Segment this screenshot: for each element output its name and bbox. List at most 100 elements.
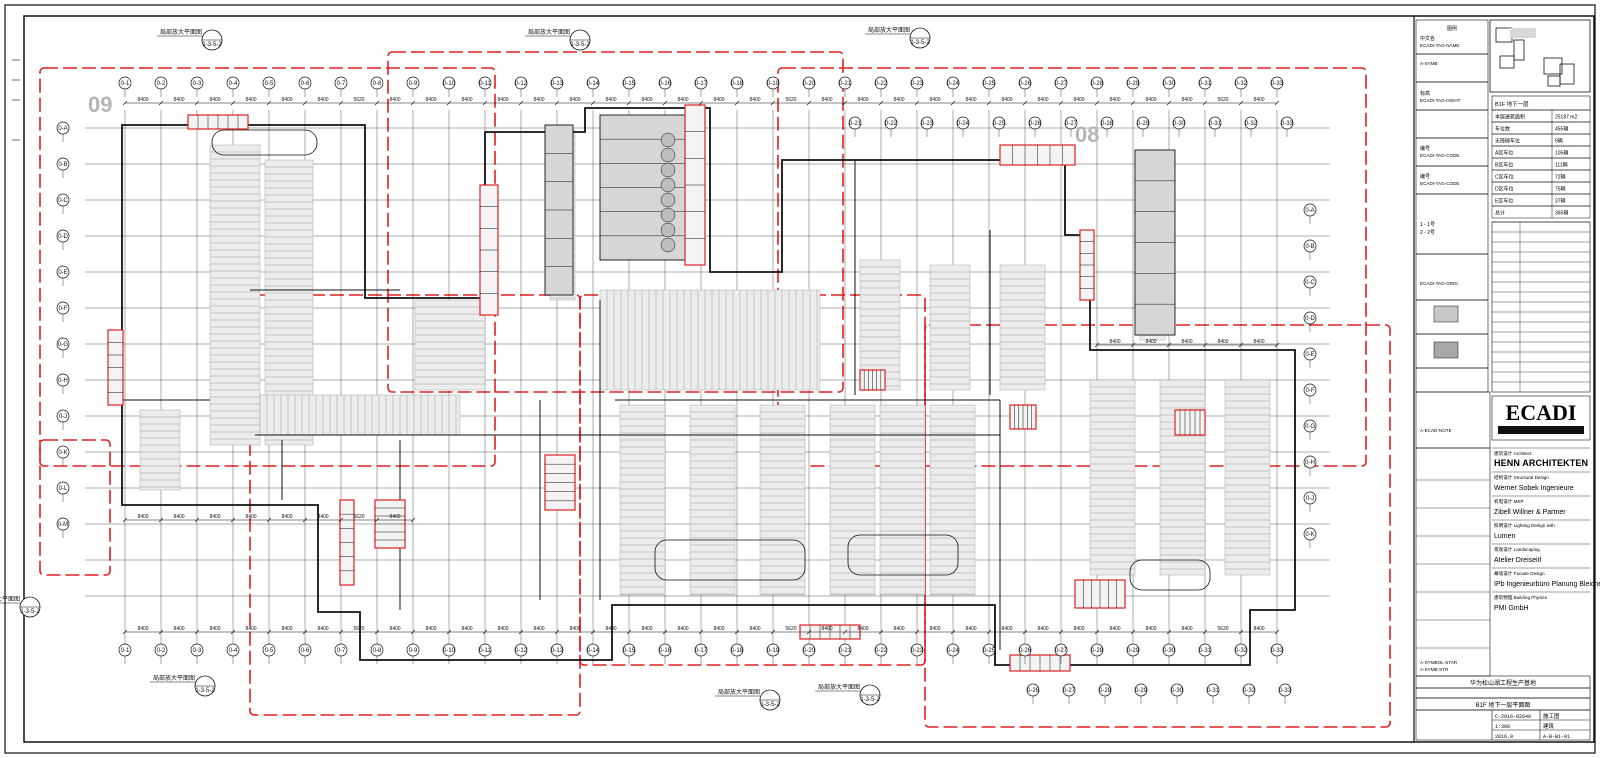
grid-bubble-upper-label: 0-29 <box>1137 121 1150 127</box>
grid-bubble-top <box>1054 76 1068 90</box>
attribute-grid <box>1415 19 1489 393</box>
consultant-firm: Lumen <box>1494 533 1516 540</box>
grid-bubble-bottom-label: 0-14 <box>587 648 600 654</box>
grid-bubble-lower <box>1278 683 1292 697</box>
consultant-role: 结构设计 Structural Design <box>1494 474 1549 481</box>
grid-bubble-right <box>1303 383 1317 397</box>
grid-bubble-left-label: 0-D <box>58 234 68 240</box>
grid-bubble-bottom <box>838 643 852 657</box>
grid-bubble-top <box>226 76 240 90</box>
grid-bubble-top-label: 0-9 <box>409 81 418 87</box>
drawing-discipline: 建筑 <box>1543 722 1555 730</box>
stats-value: 72辆 <box>1555 174 1566 181</box>
note-tag: A-ECAD-NOTE <box>1420 428 1452 433</box>
grid-bubble-left-label: 0-A <box>58 126 67 132</box>
dimension-bottom-value: 8400 <box>1001 626 1012 632</box>
project-info-grid <box>1415 675 1591 741</box>
grid-bubble-upper-label: 0-32 <box>1245 121 1258 127</box>
parking-bay-area <box>259 394 461 436</box>
grid-bubble-left <box>56 121 70 135</box>
dimension-top-tick <box>338 100 344 106</box>
grid-bubble-right <box>1303 455 1317 469</box>
consultant-firm: IPb Ingenieurbüro Planung Bleicher <box>1494 581 1600 588</box>
dimension-bottom-tick <box>1130 629 1136 635</box>
grid-bubble-bottom <box>1054 643 1068 657</box>
grid-bubble-top-label: 0-5 <box>265 81 274 87</box>
dimension-top-tick <box>1166 100 1172 106</box>
grid-bubble-bottom-label: 0-28 <box>1091 648 1104 654</box>
grid-bubble-upper <box>1028 116 1042 130</box>
consultant-role: 幕墙设计 Facade Design <box>1494 570 1545 577</box>
dimension-top-value: 8400 <box>1073 97 1084 103</box>
parking-bay-area <box>859 259 901 391</box>
stats-label: E区车位 <box>1495 198 1513 205</box>
water-tank <box>660 207 676 223</box>
dimension-bottom-tick <box>410 629 416 635</box>
grid-bubble-left <box>56 265 70 279</box>
sheet-title: B1F 地下一层平面图 <box>1476 701 1531 709</box>
stats-label: B区车位 <box>1495 162 1513 169</box>
grid-bubble-lower-label: 0-33 <box>1279 688 1292 694</box>
dimension-top-tick <box>734 100 740 106</box>
dimension-top-tick <box>1058 100 1064 106</box>
dimension-right-tick <box>1238 342 1244 348</box>
dimension-top-tick <box>410 100 416 106</box>
stats-label: 无障碍车位 <box>1495 138 1520 145</box>
consultant-role: 建筑物理 Building Physics <box>1494 594 1548 601</box>
grid-bubble-top-label: 0-32 <box>1235 81 1248 87</box>
dimension-bottom-value: 8400 <box>1109 626 1120 632</box>
dimension-mid-tick <box>194 517 200 523</box>
drawing-date: 2016.9 <box>1495 734 1513 740</box>
grid-bubble-top <box>514 76 528 90</box>
grid-bubble-right <box>1303 311 1317 325</box>
grid-bubble-bottom <box>118 643 132 657</box>
grid-bubble-top-label: 0-13 <box>551 81 564 87</box>
parking-bay-area <box>1159 379 1206 576</box>
grid-bubble-bottom <box>1018 643 1032 657</box>
grid-bubble-upper-label: 0-27 <box>1065 121 1078 127</box>
stair-and-lift-cores <box>107 104 1206 672</box>
grid-bubble-bottom-label: 0-3 <box>193 648 202 654</box>
grid-bubble-top-label: 0-27 <box>1055 81 1068 87</box>
dimension-bottom-tick <box>1166 629 1172 635</box>
grid-bubble-left-label: 0-C <box>58 198 68 204</box>
red-zone-boundary <box>387 51 844 393</box>
grid-bubble-lower-label: 0-30 <box>1171 688 1184 694</box>
grid-bubble-top <box>838 76 852 90</box>
stats-value: 365辆 <box>1555 210 1568 217</box>
grid-bubble-left-label: 0-J <box>59 414 67 420</box>
dimension-top-tick <box>554 100 560 106</box>
dimension-mid-tick <box>338 517 344 523</box>
stats-label: D区车位 <box>1495 186 1514 193</box>
grid-bubble-bottom <box>1234 643 1248 657</box>
dimension-bottom-value: 8400 <box>1181 626 1192 632</box>
dimension-bottom-tick <box>590 629 596 635</box>
grid-bubble-bottom-label: 0-29 <box>1127 648 1140 654</box>
drive-aisle-ramp <box>1129 559 1211 591</box>
callout-label: 局部放大平面图 <box>868 26 910 34</box>
dimension-bottom-tick <box>842 629 848 635</box>
dimension-top-value: 8400 <box>641 97 652 103</box>
grid-bubble-right-label: 0-D <box>1305 316 1315 322</box>
grid-bubble-upper <box>1172 116 1186 130</box>
grid-bubble-upper-label: 0-26 <box>1029 121 1042 127</box>
grid-bubble-bottom <box>298 643 312 657</box>
grid-bubble-upper <box>956 116 970 130</box>
grid-bubble-bottom <box>406 643 420 657</box>
water-tank <box>660 132 676 148</box>
grid-bubble-bottom <box>622 643 636 657</box>
callout-label: 局部放大平面图 <box>0 595 20 603</box>
grid-bubble-bottom-label: 0-11 <box>479 648 491 654</box>
dimension-top-tick <box>1238 100 1244 106</box>
grid-bubble-bottom <box>910 643 924 657</box>
grid-bubble-top-label: 0-33 <box>1271 81 1284 87</box>
grid-bubble-bottom <box>442 643 456 657</box>
parking-bay-area <box>139 409 181 491</box>
grid-bubble-top-label: 0-11 <box>479 81 491 87</box>
grid-bubble-bottom-label: 0-31 <box>1199 648 1212 654</box>
parking-bay-area <box>879 404 926 596</box>
grid-bubble-bottom-label: 0-2 <box>157 648 166 654</box>
dimension-bottom-value: 5620 <box>1217 626 1228 632</box>
attr-header-label: 图例 <box>1447 25 1457 32</box>
legend-item-1: 1 - 1号 <box>1420 222 1435 228</box>
